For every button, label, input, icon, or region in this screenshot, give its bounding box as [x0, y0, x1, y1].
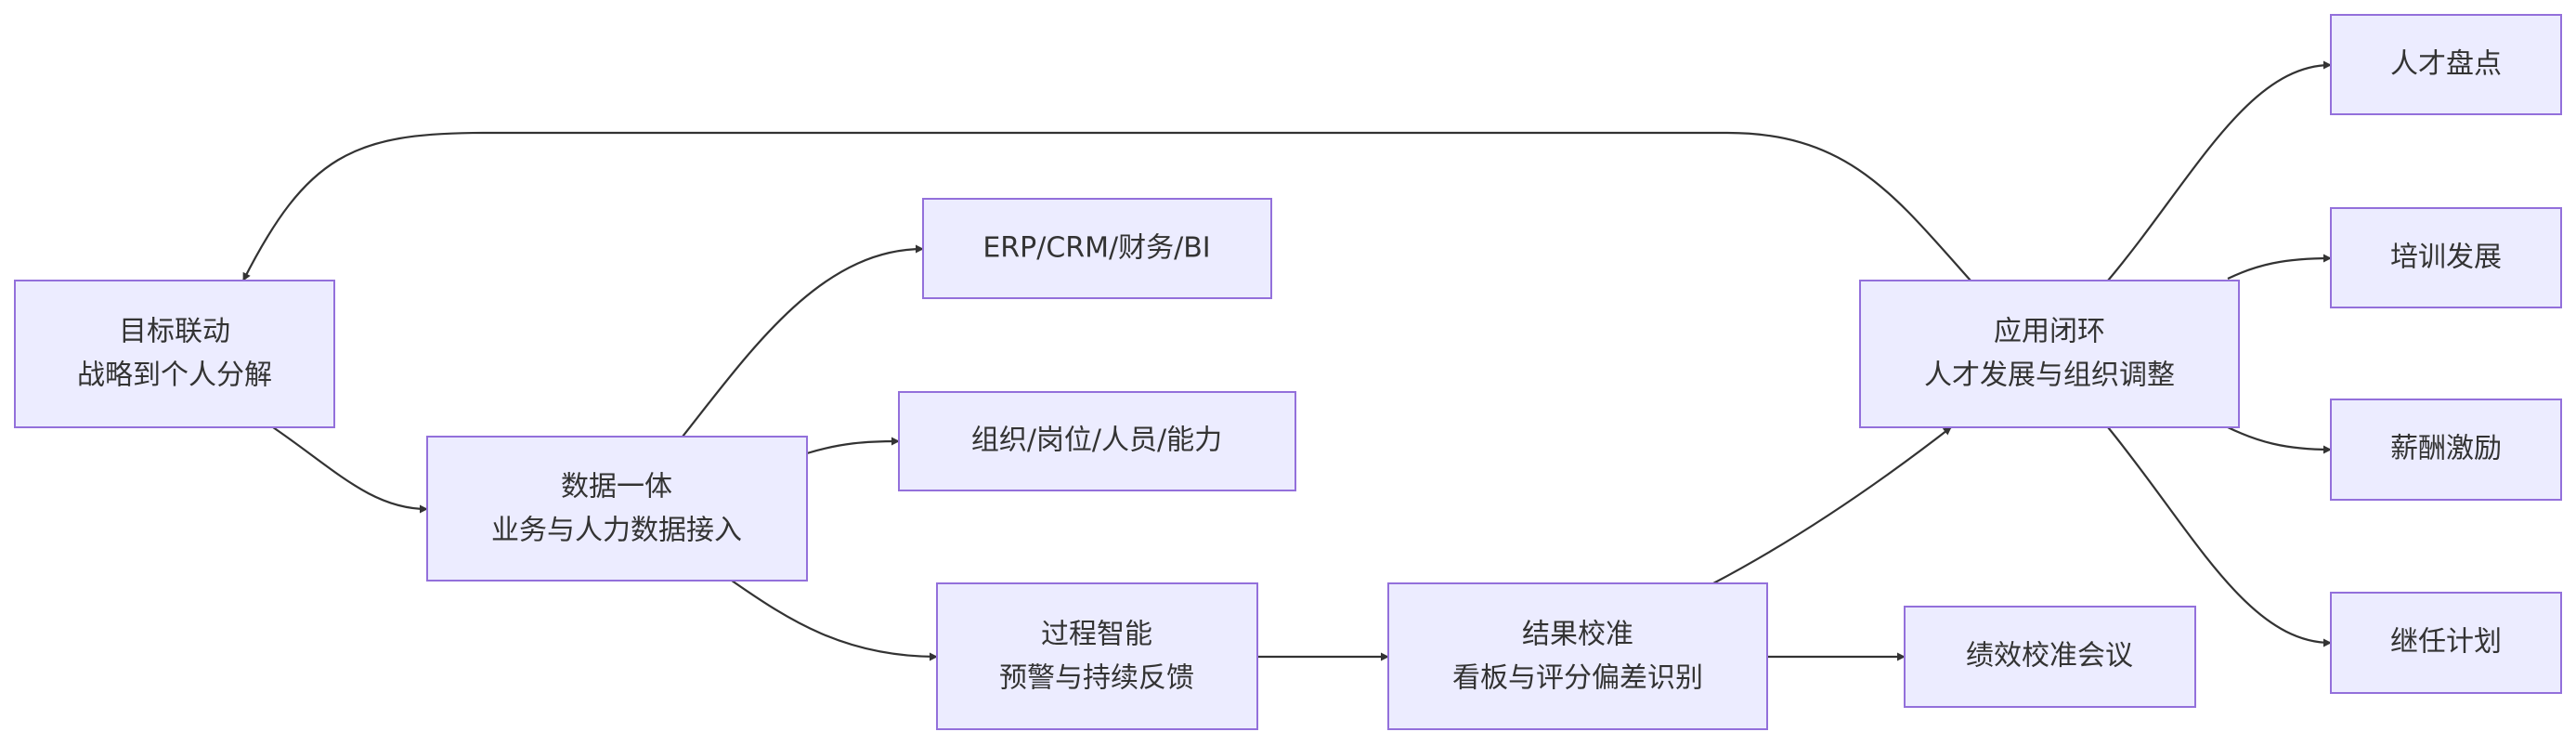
edge-apply-to-inventory — [2107, 60, 2332, 281]
node-pay[interactable]: 薪酬激励 — [2330, 399, 2562, 501]
node-training[interactable]: 培训发展 — [2330, 207, 2562, 308]
edge-apply-to-pay — [2227, 426, 2332, 454]
edge-apply-to-succession — [2107, 426, 2332, 647]
node-data-subtitle: 业务与人力数据接入 — [491, 515, 742, 547]
edge-apply-to-training — [2227, 254, 2332, 280]
node-process-subtitle: 预警与持续反馈 — [999, 662, 1194, 695]
node-erp[interactable]: ERP/CRM/财务/BI — [922, 198, 1272, 299]
node-training-label: 培训发展 — [2390, 242, 2502, 274]
node-org[interactable]: 组织/岗位/人员/能力 — [898, 391, 1296, 491]
node-meeting-label: 绩效校准会议 — [1966, 640, 2133, 673]
node-inventory-label: 人才盘点 — [2390, 48, 2502, 81]
node-apply-title: 应用闭环 — [1994, 316, 2105, 348]
node-data-title: 数据一体 — [561, 471, 672, 503]
node-inventory[interactable]: 人才盘点 — [2330, 14, 2562, 115]
node-apply[interactable]: 应用闭环 人才发展与组织调整 — [1859, 280, 2240, 428]
node-result-subtitle: 看板与评分偏差识别 — [1452, 662, 1703, 695]
node-result-title: 结果校准 — [1522, 619, 1633, 651]
node-succession[interactable]: 继任计划 — [2330, 592, 2562, 694]
edge-data-to-process — [731, 580, 938, 661]
node-org-label: 组织/岗位/人员/能力 — [971, 425, 1222, 457]
edges — [242, 60, 2332, 661]
node-goal-subtitle: 战略到个人分解 — [77, 359, 272, 392]
node-pay-label: 薪酬激励 — [2390, 433, 2502, 465]
node-result[interactable]: 结果校准 看板与评分偏差识别 — [1387, 582, 1768, 730]
node-apply-subtitle: 人才发展与组织调整 — [1924, 359, 2175, 392]
node-succession-label: 继任计划 — [2390, 626, 2502, 659]
node-erp-label: ERP/CRM/财务/BI — [982, 232, 1210, 265]
node-goal-title: 目标联动 — [119, 316, 230, 348]
edge-result-to-apply — [1712, 426, 1952, 584]
node-data[interactable]: 数据一体 业务与人力数据接入 — [426, 436, 808, 582]
node-meeting[interactable]: 绩效校准会议 — [1904, 606, 2196, 708]
edge-goal-to-data — [272, 426, 428, 514]
edge-data-to-org — [806, 437, 900, 455]
edge-data-to-erp — [682, 244, 924, 438]
node-process-title: 过程智能 — [1041, 619, 1152, 651]
node-goal[interactable]: 目标联动 战略到个人分解 — [14, 280, 335, 428]
edge-apply-to-goal — [242, 131, 1971, 281]
node-process[interactable]: 过程智能 预警与持续反馈 — [936, 582, 1258, 730]
